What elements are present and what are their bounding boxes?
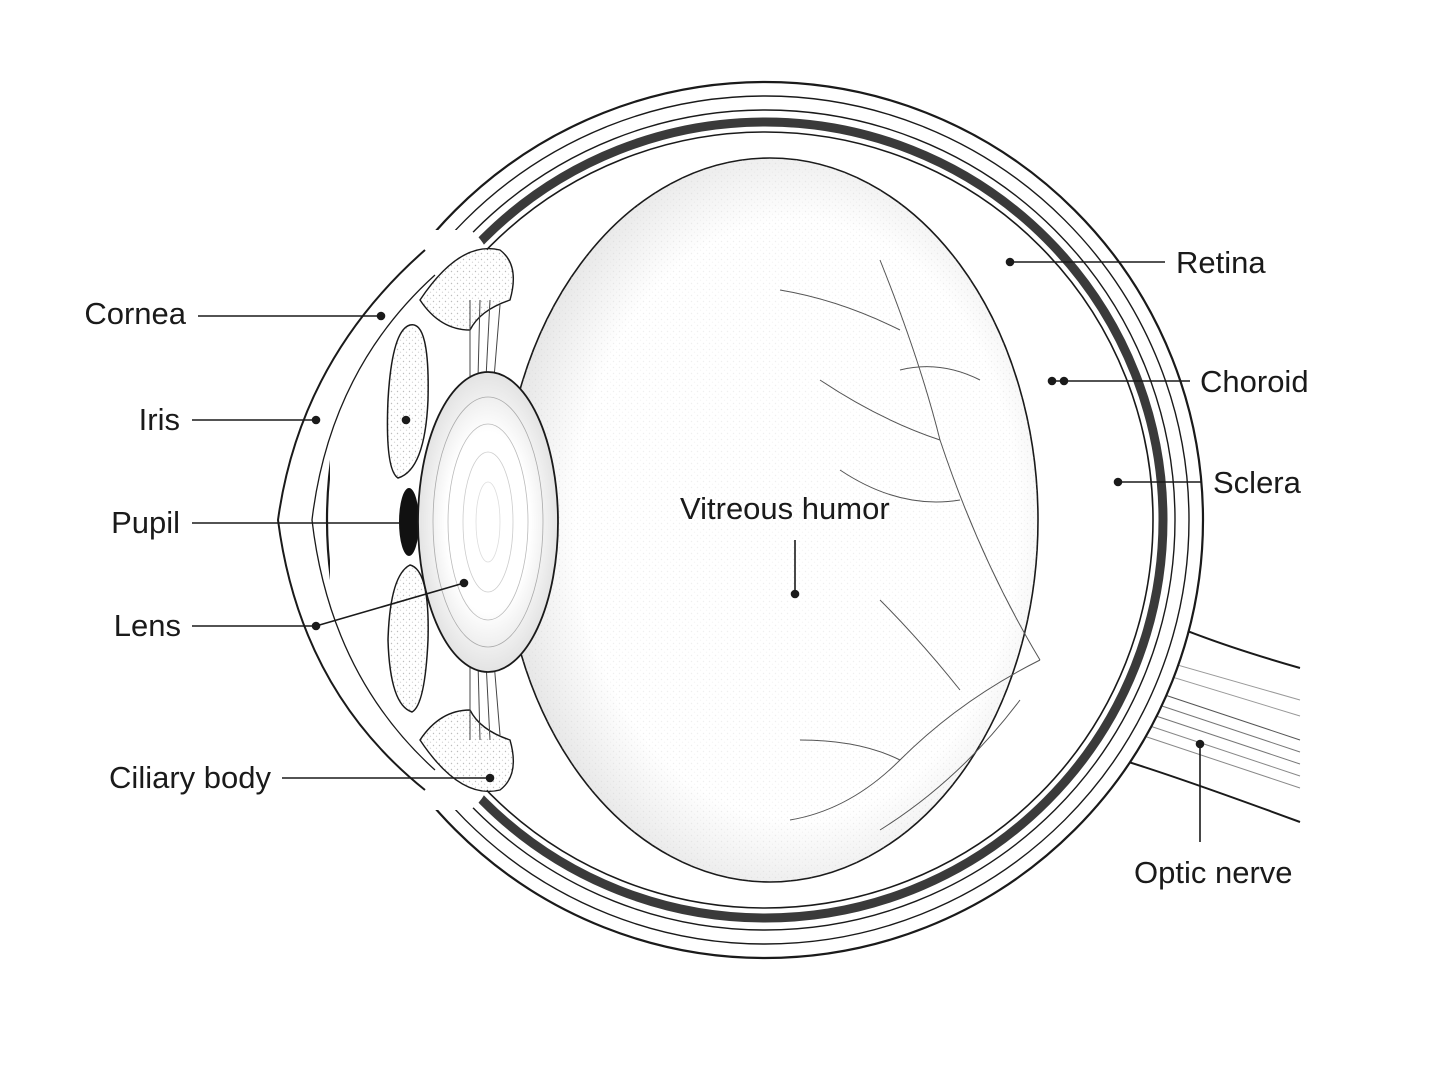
label-cornea: Cornea [84,296,186,331]
label-ciliary-body: Ciliary body [109,760,271,795]
label-lens: Lens [113,608,181,643]
pupil-shape [399,488,419,556]
label-vitreous-humor: Vitreous humor [680,491,890,526]
ciliary-body-upper [419,247,514,331]
label-choroid: Choroid [1200,364,1309,399]
label-optic-nerve: Optic nerve [1134,855,1293,890]
cornea-curve [276,249,426,791]
label-iris: Iris [138,402,180,437]
zonule-fibers [469,299,501,741]
lens-shape [417,371,559,673]
label-retina: Retina [1176,245,1266,280]
label-pupil: Pupil [111,505,180,540]
label-sclera: Sclera [1213,465,1301,500]
iris-upper [386,324,429,479]
retinal-vessels [779,259,1041,831]
leader-lines [192,257,1205,842]
ciliary-body-lower [419,709,514,793]
